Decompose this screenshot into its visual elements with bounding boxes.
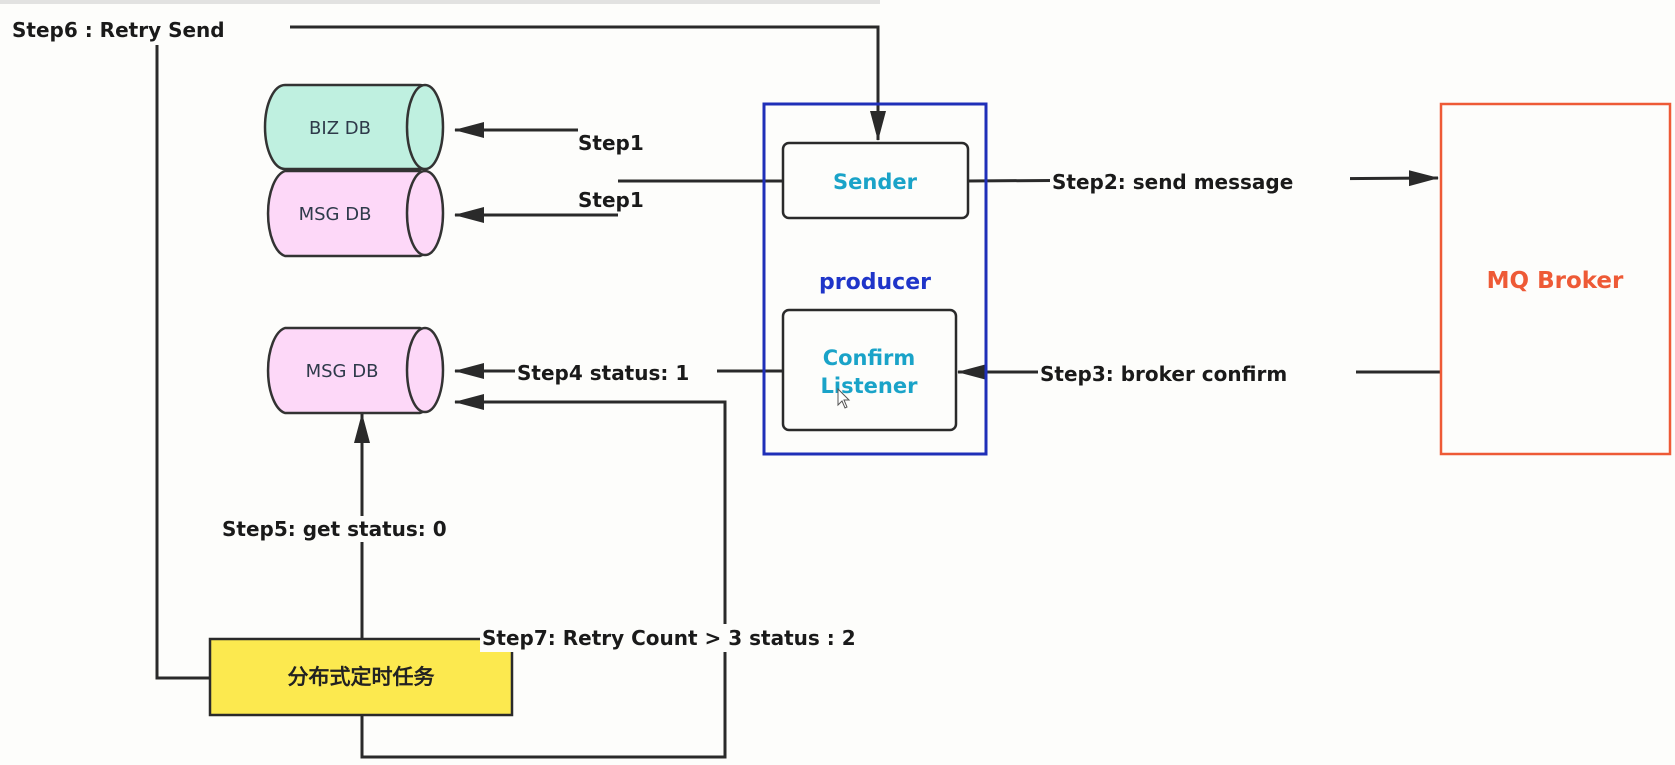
producer-container[interactable]: producer xyxy=(762,102,988,456)
step4-label: Step4 status: 1 xyxy=(517,361,689,385)
msg-db-bottom-label: MSG DB xyxy=(306,361,379,382)
step3-label: Step3: broker confirm xyxy=(1040,362,1287,386)
mouse-cursor-icon xyxy=(837,387,851,409)
step5-label: Step5: get status: 0 xyxy=(222,517,447,541)
sender-label: Sender xyxy=(833,170,918,194)
biz-db-label: BIZ DB xyxy=(309,118,371,139)
biz-db-cylinder[interactable]: BIZ DB xyxy=(263,83,445,171)
sender-node[interactable]: Sender xyxy=(781,141,970,220)
step1-biz-label: Step1 xyxy=(578,131,644,155)
msg-db-cylinder-top[interactable]: MSG DB xyxy=(266,169,445,258)
cropped-header-text xyxy=(0,0,880,4)
step7-label: Step7: Retry Count > 3 status : 2 xyxy=(482,626,856,650)
scheduled-task-node[interactable]: 分布式定时任务 xyxy=(208,637,514,717)
mq-broker-label: MQ Broker xyxy=(1487,268,1624,294)
producer-label: producer xyxy=(819,270,931,295)
edge-step6-retry-send xyxy=(155,45,210,680)
scheduled-task-label: 分布式定时任务 xyxy=(288,665,436,689)
step6-label: Step6 : Retry Send xyxy=(12,18,225,42)
mq-broker-node[interactable]: MQ Broker xyxy=(1439,102,1672,456)
step1-msg-label: Step1 xyxy=(578,188,644,212)
step2-label: Step2: send message xyxy=(1052,170,1293,194)
msg-db-top-label: MSG DB xyxy=(299,204,372,225)
confirm-listener-node[interactable]: Confirm Listener xyxy=(781,308,958,432)
msg-db-cylinder-bottom[interactable]: MSG DB xyxy=(266,326,445,415)
edge-step7-retry-count xyxy=(360,394,727,759)
edge-step6-top xyxy=(290,25,886,141)
confirm-listener-label-line1: Confirm xyxy=(823,346,916,370)
confirm-listener-label-line2: Listener xyxy=(821,374,919,398)
